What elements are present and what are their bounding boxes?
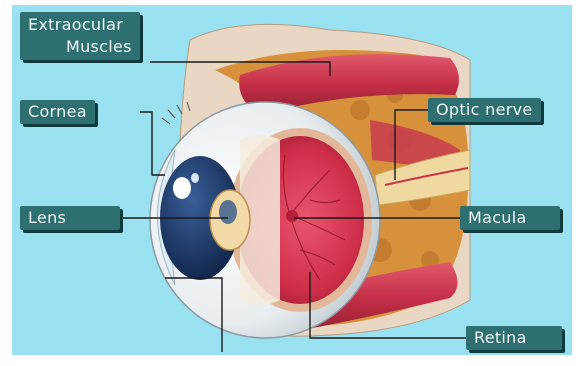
- label-retina: Retina: [466, 326, 562, 350]
- label-macula: Macula: [460, 206, 560, 230]
- label-extraocular-line1: Extraocular: [28, 14, 132, 36]
- pupil-highlight: [173, 177, 191, 199]
- label-cornea: Cornea: [20, 100, 95, 124]
- label-extraocular-muscles: Extraocular Muscles: [20, 12, 140, 60]
- label-extraocular-line2: Muscles: [28, 36, 132, 58]
- label-lens: Lens: [20, 206, 120, 230]
- macula-spot: [286, 210, 298, 222]
- label-optic-nerve: Optic nerve: [428, 98, 541, 122]
